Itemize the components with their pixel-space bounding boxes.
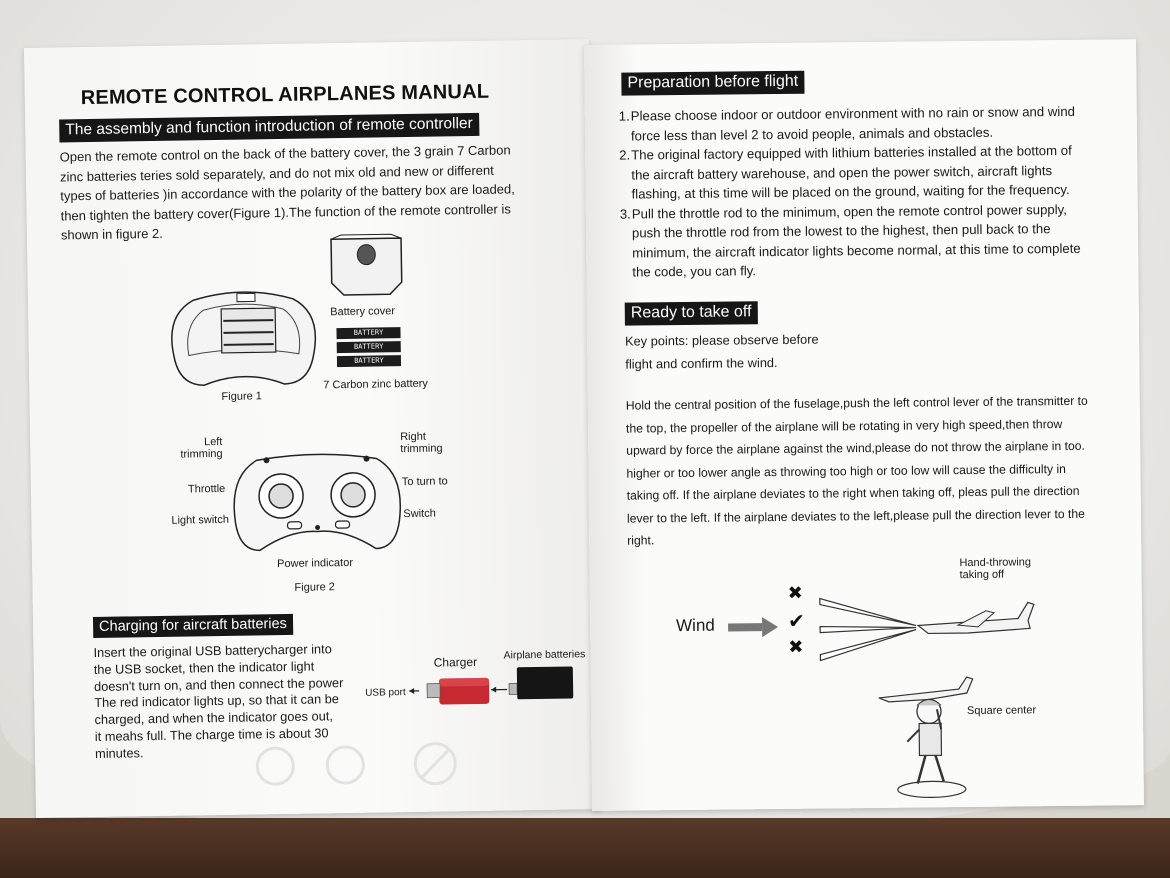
certification-marks-faint — [255, 742, 457, 786]
battery-cover-illustration — [330, 233, 403, 296]
figure-2-caption: Figure 2 — [294, 581, 335, 594]
left-trimming-line: Left — [203, 435, 223, 449]
key-points-line: flight and confirm the wind. — [625, 354, 778, 372]
to-turn-to-label: To turn to — [401, 475, 448, 489]
take-off-instructions: Hold the central position of the fuselag… — [626, 389, 1128, 552]
usb-charger-illustration — [409, 666, 574, 705]
step-text: Pull the throttle rod to the minimum, op… — [632, 199, 1081, 282]
manual-right-page: Preparation before flight 1. Please choo… — [584, 39, 1144, 811]
left-trimming-line: trimming — [180, 447, 223, 461]
hand-throwing-line: taking off — [959, 568, 1005, 582]
preparation-steps: 1. Please choose indoor or outdoor envir… — [619, 101, 1121, 282]
remote-controller-paragraph: Open the remote control on the back of t… — [60, 139, 571, 244]
step-number: 3. — [619, 206, 631, 222]
step-item: 2. The original factory equipped with li… — [619, 140, 1120, 204]
right-trimming-line: trimming — [400, 442, 443, 456]
square-center-label: Square center — [966, 704, 1037, 718]
step-text: Please choose indoor or outdoor environm… — [631, 102, 1076, 146]
step-line: the code, you can fly. — [632, 263, 757, 280]
manual-left-page: REMOTE CONTROL AIRPLANES MANUAL The asse… — [24, 39, 602, 818]
right-trimming-line: Right — [400, 430, 426, 444]
section-heading-preparation: Preparation before flight — [621, 70, 805, 96]
battery-cover-label: Battery cover — [330, 305, 396, 319]
throwing-diagram — [728, 597, 1035, 799]
step-text: The original factory equipped with lithi… — [631, 141, 1072, 204]
usb-port-label: USB port — [365, 687, 406, 699]
key-points-line: Key points: please observe before — [625, 331, 819, 349]
battery: BATTERY — [336, 341, 401, 354]
left-trimming-label: Left trimming — [180, 435, 223, 461]
hand-throwing-label: Hand-throwing taking off — [959, 556, 1031, 581]
power-indicator-label: Power indicator — [277, 556, 354, 571]
hand-throwing-line: Hand-throwing — [959, 556, 1032, 570]
battery: BATTERY — [336, 327, 401, 340]
light-switch-label: Light switch — [171, 513, 230, 527]
step-number: 2. — [619, 147, 631, 163]
step-item: 3. Pull the throttle rod to the minimum,… — [620, 199, 1121, 282]
wrong-direction-mark-bottom: ✖ — [788, 636, 804, 657]
step-number: 1. — [618, 108, 630, 124]
switch-label: Switch — [403, 507, 436, 521]
controller-back-illustration — [171, 291, 317, 386]
section-heading-remote-controller: The assembly and function introduction o… — [59, 112, 479, 143]
battery-label: 7 Carbon zinc battery — [323, 377, 428, 392]
battery: BATTERY — [336, 355, 402, 368]
right-trimming-label: Right trimming — [400, 430, 443, 455]
controller-front-illustration — [233, 453, 401, 552]
section-heading-ready-to-take-off: Ready to take off — [624, 301, 758, 326]
wood-surface — [0, 818, 1170, 878]
correct-direction-mark: ✔ — [787, 610, 805, 633]
step-item: 1. Please choose indoor or outdoor envir… — [619, 101, 1119, 145]
key-points-text: Key points: please observe before flight… — [625, 328, 819, 376]
wrong-direction-mark-top: ✖ — [787, 582, 803, 603]
throttle-label: Throttle — [187, 482, 226, 496]
figure-1-caption: Figure 1 — [221, 390, 262, 403]
wind-label: Wind — [675, 615, 715, 636]
manual-title: REMOTE CONTROL AIRPLANES MANUAL — [80, 80, 490, 110]
battery-stack: BATTERY BATTERY BATTERY — [336, 327, 402, 368]
section-heading-charging: Charging for aircraft batteries — [92, 613, 294, 638]
airplane-batteries-label: Airplane batteries — [503, 648, 586, 662]
